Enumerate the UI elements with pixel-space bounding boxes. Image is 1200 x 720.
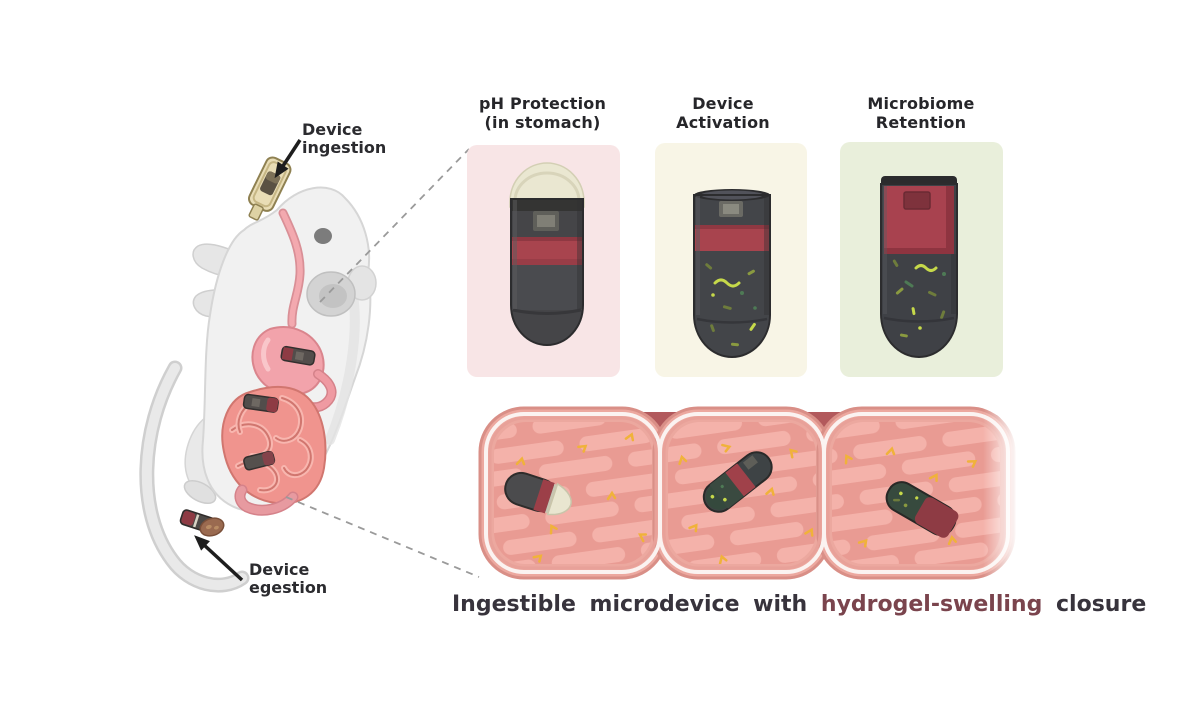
capsule-activated [693,189,771,358]
device-egestion-label: Device egestion [249,560,328,597]
capsule-sealed [880,176,958,358]
capsule-ph-protected [509,162,585,346]
intestine-capsule-protected [504,471,572,516]
mouse-tail [139,360,250,593]
microbes [892,259,946,338]
figure-caption: Ingestible microdevice with hydrogel-swe… [452,592,1146,617]
dashed-connector-bottom [285,496,480,578]
intestine-illustration [478,398,1018,588]
panel-title-ph-protection: pH Protection (in stomach) [450,94,635,133]
esophagus [278,208,305,329]
egestion-arrow [194,535,244,582]
panel-device-activation [655,143,807,377]
intestine-fade [983,398,1018,588]
panel-title-device-activation: Device Activation [634,94,812,133]
title-line: Retention [875,112,967,132]
panel-title-microbiome-retention: Microbiome Retention [831,94,1011,133]
panel-microbiome-retention [840,142,1003,377]
device-ingestion-label: Device ingestion [302,120,387,157]
dashed-connector-top [319,148,470,303]
title-line: Microbiome [867,94,975,113]
panel-ph-protection [467,145,620,377]
microbes [705,263,757,347]
intestine-capsule-sealed [885,481,959,538]
capsule-in-stomach [280,345,316,366]
caption-highlight: hydrogel-swelling [820,592,1043,617]
fecal-pellet [199,517,225,537]
colon [234,484,299,516]
title-line: Activation [676,112,770,132]
title-line: pH Protection [478,94,607,113]
mouse-belly-shading [325,285,360,445]
ingestion-arrow [274,139,302,179]
caption-text: Ingestible microdevice with [452,592,808,617]
caption-text: closure [1056,592,1147,617]
intestine-capsule-activated [702,451,773,513]
title-line: Device [692,94,754,113]
mouse-eye [314,228,332,244]
mouse-ear [306,265,377,317]
capsule-in-colon [243,450,276,471]
capsule-in-duodenum [242,393,279,413]
title-line: (in stomach) [484,112,601,132]
